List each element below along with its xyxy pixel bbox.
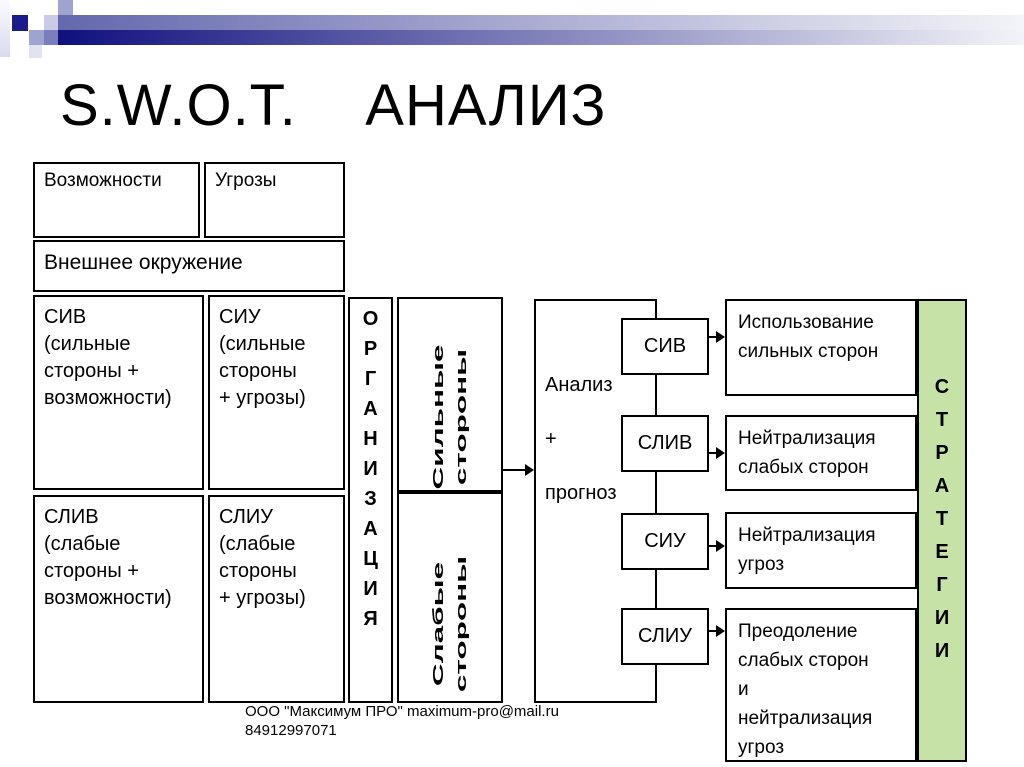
matrix-cell-sliu: СЛИУ (слабые стороны + угрозы) [208,495,345,703]
header-square-light-icon [44,15,58,30]
key-box-siu: СИУ [621,513,709,570]
header-square-pale-icon [29,45,42,58]
matrix-cell-sliv: СЛИВ (слабые стороны + возможности) [33,495,204,703]
result-sliv-label: Нейтрализация слабых сторон [738,428,876,478]
strategies-bar: С Т Р А Т Е Г И И [917,299,967,762]
footer-phone: 84912997071 [245,722,337,739]
page-title: S.W.O.T. АНАЛИЗ [60,73,607,138]
header-square-mid-icon [44,30,58,45]
result-sliu-label: Преодоление слабых сторон и нейтрализаци… [738,621,873,758]
header-bar-top [58,15,1024,30]
matrix-cell-opportunities: Возможности [33,162,200,238]
footer: ООО "Максимум ПРО" maximum-pro@mail.ru 8… [245,702,559,740]
key-siv-label: СИВ [643,335,687,357]
key-box-siv: СИВ [621,318,709,375]
header-square-lavender2-icon [29,30,44,45]
result-siv-label: Использование сильных сторон [738,312,879,362]
key-sliv-label: СЛИВ [637,432,693,454]
matrix-cell-external: Внешнее окружение [33,240,345,292]
key-sliu-label: СЛИУ [638,625,692,647]
siv-label: СИВ (сильные стороны + возможности) [44,306,172,409]
arrow-sliu-icon [709,625,725,637]
arrow-to-analysis-icon [503,464,534,476]
key-siu-label: СИУ [644,530,686,552]
matrix-cell-threats: Угрозы [204,162,345,238]
result-box-siv: Использование сильных сторон [725,299,917,396]
result-box-sliu: Преодоление слабых сторон и нейтрализаци… [725,608,917,762]
weaknesses-label: Слабые стороны [430,556,470,693]
result-box-siu: Нейтрализация угроз [725,512,917,589]
organization-label: О Р Г А Н И З А Ц И Я [362,308,379,630]
result-siu-label: Нейтрализация угроз [738,525,876,575]
analysis-label: Анализ + прогноз [545,374,617,504]
strategies-label: С Т Р А Т Е Г И И [934,376,950,662]
header-deco-strip [0,0,10,57]
siu-label: СИУ (сильные стороны + угрозы) [219,306,306,409]
strengths-box: Сильные стороны [397,297,503,492]
key-box-sliv: СЛИВ [621,415,709,472]
external-label: Внешнее окружение [44,251,243,274]
sliv-label: СЛИВ (слабые стороны + возможности) [44,506,172,609]
header-square-navy-icon [12,15,28,31]
arrow-siu-icon [709,540,725,552]
arrow-siv-icon [709,331,725,343]
opportunities-label: Возможности [44,170,162,191]
organization-column: О Р Г А Н И З А Ц И Я [348,297,393,703]
key-box-sliu: СЛИУ [621,608,709,665]
footer-company: ООО "Максимум ПРО" maximum-pro@mail.ru [245,703,559,720]
header-bar-bottom [58,30,1024,45]
result-box-sliv: Нейтрализация слабых сторон [725,415,917,491]
strengths-label: Сильные стороны [430,344,470,490]
header-square-lavender-icon [58,0,73,15]
weaknesses-box: Слабые стороны [397,492,503,703]
threats-label: Угрозы [215,170,277,191]
matrix-cell-siv: СИВ (сильные стороны + возможности) [33,295,204,490]
sliu-label: СЛИУ (слабые стороны + угрозы) [219,506,306,609]
matrix-cell-siu: СИУ (сильные стороны + угрозы) [208,295,345,490]
arrow-sliv-icon [709,447,725,459]
